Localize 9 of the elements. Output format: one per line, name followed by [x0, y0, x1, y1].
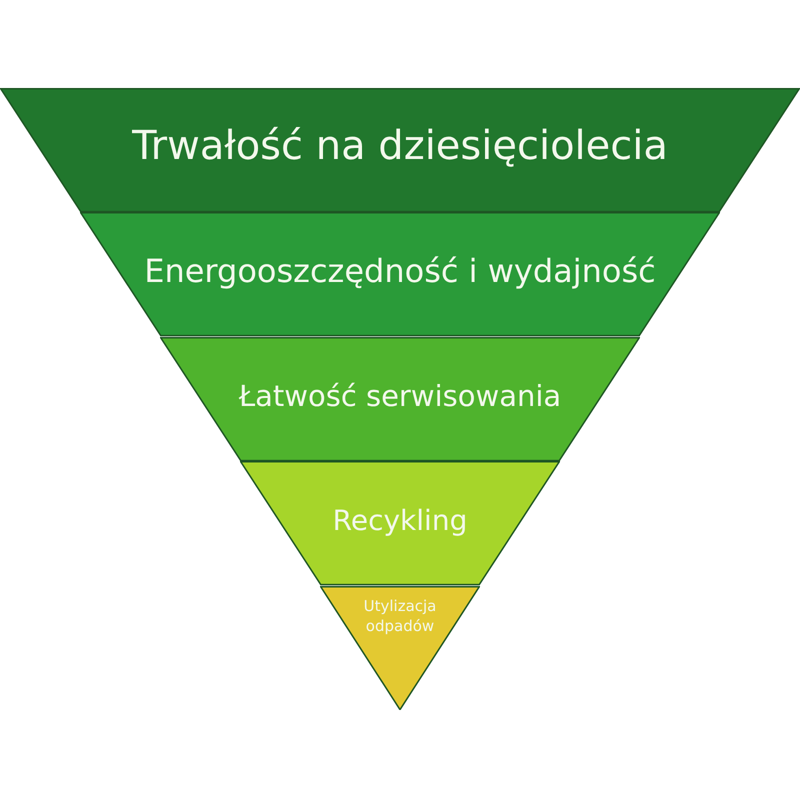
tier-label: Trwałość na dziesięciolecia: [132, 122, 668, 172]
tier-label: Utylizacja odpadów: [362, 596, 438, 636]
tier-label: Łatwość serwisowania: [238, 378, 562, 416]
tier-label: Recykling: [332, 503, 468, 540]
pyramid-tier: [240, 461, 560, 586]
pyramid-tier: [80, 212, 720, 337]
tier-label: Energooszczędność i wydajność: [144, 250, 656, 292]
pyramid-tier: [0, 88, 800, 212]
pyramid-tier: [160, 336, 640, 462]
